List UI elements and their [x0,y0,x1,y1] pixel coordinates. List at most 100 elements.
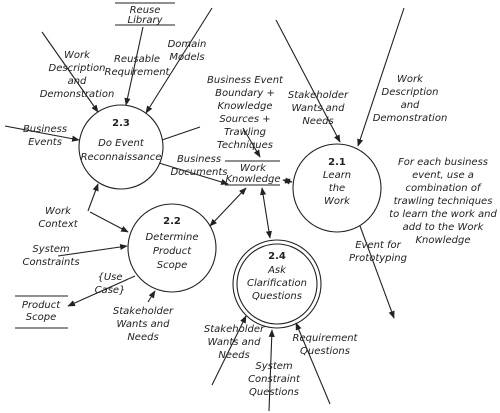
label-domain-models-1: Domain [168,39,207,50]
flow-knowledge-scope [209,187,247,227]
flow-labels: Work Description and Demonstration Reusa… [22,39,447,398]
label-system-constraint-questions: System Constraint Questions [248,361,301,398]
process-2-3: 2.3 Do Event Reconnaissance [78,104,164,190]
label-event-for-prototyping-2: Prototyping [349,253,407,264]
flow-business-event-boundary [242,127,261,158]
annotation-note: For each business event, use a combinati… [389,157,497,246]
store-reuse-library: Reuse Library [115,2,175,26]
label-stakeholder-top: Stakeholder Wants and Needs [288,90,349,127]
label-stakeholder-bottom-2: Wants and [208,337,262,348]
process-2-4-outer-circle [232,239,322,329]
process-2-3-label-1: Do Event [98,138,145,149]
annotation-line-1: For each business [398,157,488,168]
label-business-event-boundary-6: Techniques [217,140,273,151]
process-2-3-circle [78,104,164,190]
label-business-events: Business Events [23,124,67,148]
label-business-event-boundary-2: Boundary + [215,88,275,99]
store-product-scope: Product Scope [15,295,68,329]
label-work-desc-right-4: Demonstration [373,113,448,124]
flow-lines [4,7,405,412]
annotation-line-5: to learn the work and [389,209,497,220]
process-2-3-number: 2.3 [112,118,130,129]
label-domain-models-2: Models [169,52,204,63]
label-system-constraints-1: System [32,244,70,255]
label-work-desc-left-4: Demonstration [40,89,115,100]
flow-work-desc-left [41,31,99,113]
flow-work-desc-right [357,7,405,147]
process-2-4-label-1: Ask [267,265,287,276]
process-2-4-label-3: Questions [252,291,302,302]
label-work-desc-right-3: and [401,100,420,111]
annotation-line-2: event, use a [412,170,474,181]
process-2-1-label-2: the [329,183,345,194]
flow-event-for-prototyping [359,225,395,319]
label-work-desc-right-1: Work [397,74,424,85]
label-stakeholder-top-2: Wants and [292,103,346,114]
store-work-knowledge-label-1: Work [240,163,267,174]
process-2-4-number: 2.4 [268,251,286,262]
flow-use-case [67,275,136,307]
label-stakeholder-bottom-1: Stakeholder [204,324,265,335]
label-work-context: Work Context [38,206,78,230]
flow-work-context-to-2-2 [89,211,129,233]
label-work-context-1: Work [45,206,72,217]
annotation-line-7: Knowledge [416,235,471,246]
process-2-1: 2.1 Learn the Work [292,143,382,233]
label-business-documents: Business Documents [170,154,227,178]
label-stakeholder-mid: Stakeholder Wants and Needs [113,306,174,343]
label-work-context-2: Context [38,219,78,230]
annotation-line-6: add to the Work [403,222,485,233]
process-2-2-circle [127,203,217,293]
store-reuse-library-label-1: Reuse [130,5,161,16]
flow-business-events [4,125,80,142]
store-reuse-library-label-2: Library [128,15,164,26]
label-system-constraint-questions-1: System [255,361,293,372]
label-domain-models: Domain Models [168,39,207,63]
flow-2-3-extra [161,126,201,141]
store-product-scope-label-1: Product [22,300,61,311]
label-reusable-requirement-2: Requirement [105,67,171,78]
label-reusable-requirement-1: Reusable [114,54,160,65]
flow-stakeholder-top [275,19,341,143]
label-system-constraint-questions-3: Questions [249,387,299,398]
label-work-desc-left: Work Description and Demonstration [40,50,115,100]
label-stakeholder-mid-2: Wants and [117,319,171,330]
annotation-line-3: combination of [406,183,482,194]
process-2-1-circle [292,143,382,233]
label-system-constraints-2: Constraints [22,257,79,268]
label-stakeholder-top-3: Needs [302,116,333,127]
label-stakeholder-top-1: Stakeholder [288,90,349,101]
store-product-scope-label-2: Scope [26,312,56,323]
label-requirement-questions: Requirement Questions [293,333,359,357]
label-business-event-boundary: Business Event Boundary + Knowledge Sour… [207,75,284,151]
label-work-desc-right: Work Description and Demonstration [373,74,448,124]
flow-system-constraint-questions [268,329,275,412]
label-event-for-prototyping: Event for Prototyping [349,240,407,264]
process-2-4-label-2: Clarification [247,278,307,289]
label-requirement-questions-2: Questions [300,346,350,357]
flow-stakeholder-bottom [211,315,247,386]
store-work-knowledge: Work Knowledge [225,160,281,186]
flow-knowledge-learn [282,177,293,185]
process-2-2-label-3: Scope [157,260,187,271]
label-work-desc-left-3: and [68,76,87,87]
process-2-2-number: 2.2 [163,216,181,227]
label-business-event-boundary-4: Sources + [219,114,270,125]
label-business-event-boundary-1: Business Event [207,75,284,86]
label-event-for-prototyping-1: Event for [355,240,401,251]
label-work-desc-left-1: Work [64,50,91,61]
process-2-1-number: 2.1 [328,157,346,168]
flow-reusable-requirement [124,26,144,106]
flow-work-context-to-2-3 [87,183,99,212]
store-work-knowledge-label-2: Knowledge [226,174,281,185]
flow-domain-models [145,7,213,114]
label-stakeholder-bottom-3: Needs [218,350,249,361]
label-system-constraints: System Constraints [22,244,79,268]
label-business-documents-1: Business [177,154,221,165]
flow-business-documents [158,162,229,185]
label-stakeholder-mid-3: Needs [127,332,158,343]
label-use-case: {Use Case} [95,272,126,296]
annotation-line-4: trawling techniques [394,196,493,207]
flow-knowledge-clarify [260,187,272,239]
